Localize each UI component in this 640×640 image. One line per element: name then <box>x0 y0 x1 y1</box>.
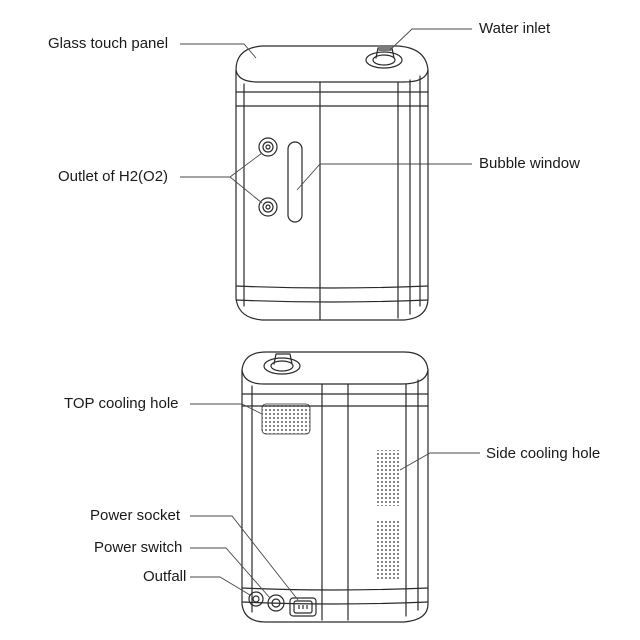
label-power-socket: Power socket <box>90 507 181 524</box>
bubble-window <box>287 141 303 223</box>
top-cooling-hole-grille <box>261 403 311 435</box>
water-inlet-knob <box>365 47 403 69</box>
label-outlet-h2o2: Outlet of H2(O2) <box>58 168 169 185</box>
label-power-switch: Power switch <box>94 539 183 556</box>
leader-side-cooling-hole <box>399 452 480 471</box>
power-socket-port <box>289 597 317 617</box>
leader-power-switch <box>190 547 271 599</box>
side-cooling-hole-upper <box>376 450 400 506</box>
label-water-inlet: Water inlet <box>479 20 551 37</box>
leader-outfall <box>190 576 251 596</box>
outfall-port <box>248 591 264 607</box>
outlet-top <box>258 137 278 157</box>
label-glass-touch-panel: Glass touch panel <box>48 35 169 52</box>
outlet-bottom <box>258 197 278 217</box>
side-cooling-hole-lower <box>376 520 400 580</box>
leader-power-socket <box>190 515 299 601</box>
label-outfall: Outfall <box>143 568 187 585</box>
leader-top-cooling-hole <box>190 403 263 415</box>
label-side-cooling-hole: Side cooling hole <box>486 445 601 462</box>
rear-water-inlet-knob <box>263 353 301 375</box>
front-view-device <box>235 45 429 321</box>
label-bubble-window: Bubble window <box>479 155 580 172</box>
rear-body-outline <box>241 369 429 623</box>
leader-outlet <box>180 152 263 204</box>
rear-view-device <box>241 351 429 623</box>
label-top-cooling-hole: TOP cooling hole <box>64 395 179 412</box>
front-body-outline <box>235 69 429 321</box>
power-switch-port <box>267 594 285 612</box>
leader-glass-touch-panel <box>180 43 257 59</box>
leader-bubble-window <box>296 163 472 191</box>
leader-water-inlet <box>389 28 472 51</box>
